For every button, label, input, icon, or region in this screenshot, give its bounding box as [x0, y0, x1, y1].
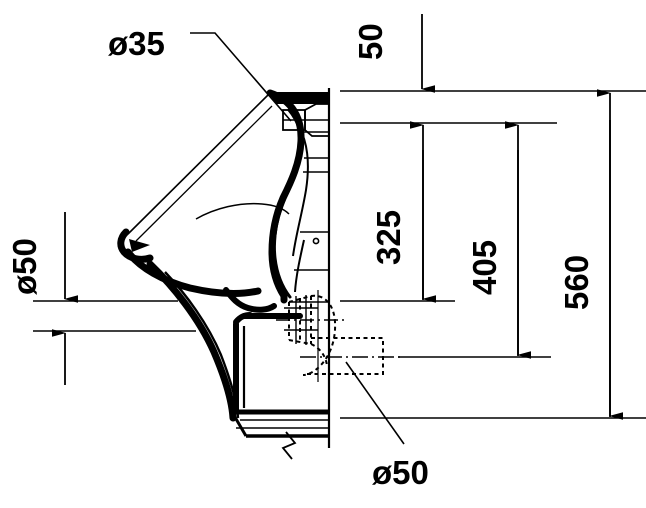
water-inlet-collar	[304, 103, 330, 137]
flush-channel-line	[292, 123, 309, 257]
bowl-bottom-outer-curve	[124, 248, 262, 297]
outlet-flange-top	[288, 295, 312, 303]
leader-line-diameter35	[190, 32, 292, 122]
leader-lines-group	[190, 32, 405, 445]
bowl-throat-curve	[223, 287, 277, 313]
hidden-waste-pipe-box	[305, 337, 384, 375]
trap-top-left-fillet	[233, 312, 253, 325]
flush-channel-lower-line	[294, 239, 305, 293]
bowl-back-inner-profile	[272, 108, 303, 299]
outlet-spigot-lower-curve	[310, 343, 328, 367]
label-dimension-325: 325	[370, 210, 407, 265]
leader-line-diameter50-bottom	[345, 361, 405, 445]
bowl-lip-tip	[129, 239, 150, 252]
bowl-front-edge-inner	[135, 105, 273, 242]
fixing-hole-detail	[312, 237, 320, 245]
label-diameter-50-bottom: ø50	[372, 454, 429, 491]
break-line-symbol	[281, 431, 297, 460]
label-diameter-50-left: ø50	[6, 238, 43, 295]
bowl-front-lip	[117, 228, 154, 263]
bowl-front-edge-outer	[127, 94, 269, 235]
outlet-flange-bottom	[288, 339, 312, 345]
base-left-chamfer	[230, 411, 248, 437]
label-dimension-560: 560	[558, 255, 595, 310]
bowl-basin-interior-line	[195, 202, 290, 220]
label-dimension-50: 50	[352, 23, 389, 60]
pedestal-left-outer-line	[146, 260, 237, 422]
outlet-centerline-group	[276, 290, 400, 382]
urinal-body-group	[117, 88, 331, 460]
outlet-spigot-curve	[302, 294, 337, 376]
label-diameter-35: ø35	[108, 25, 165, 62]
label-dimension-405: 405	[466, 240, 503, 295]
